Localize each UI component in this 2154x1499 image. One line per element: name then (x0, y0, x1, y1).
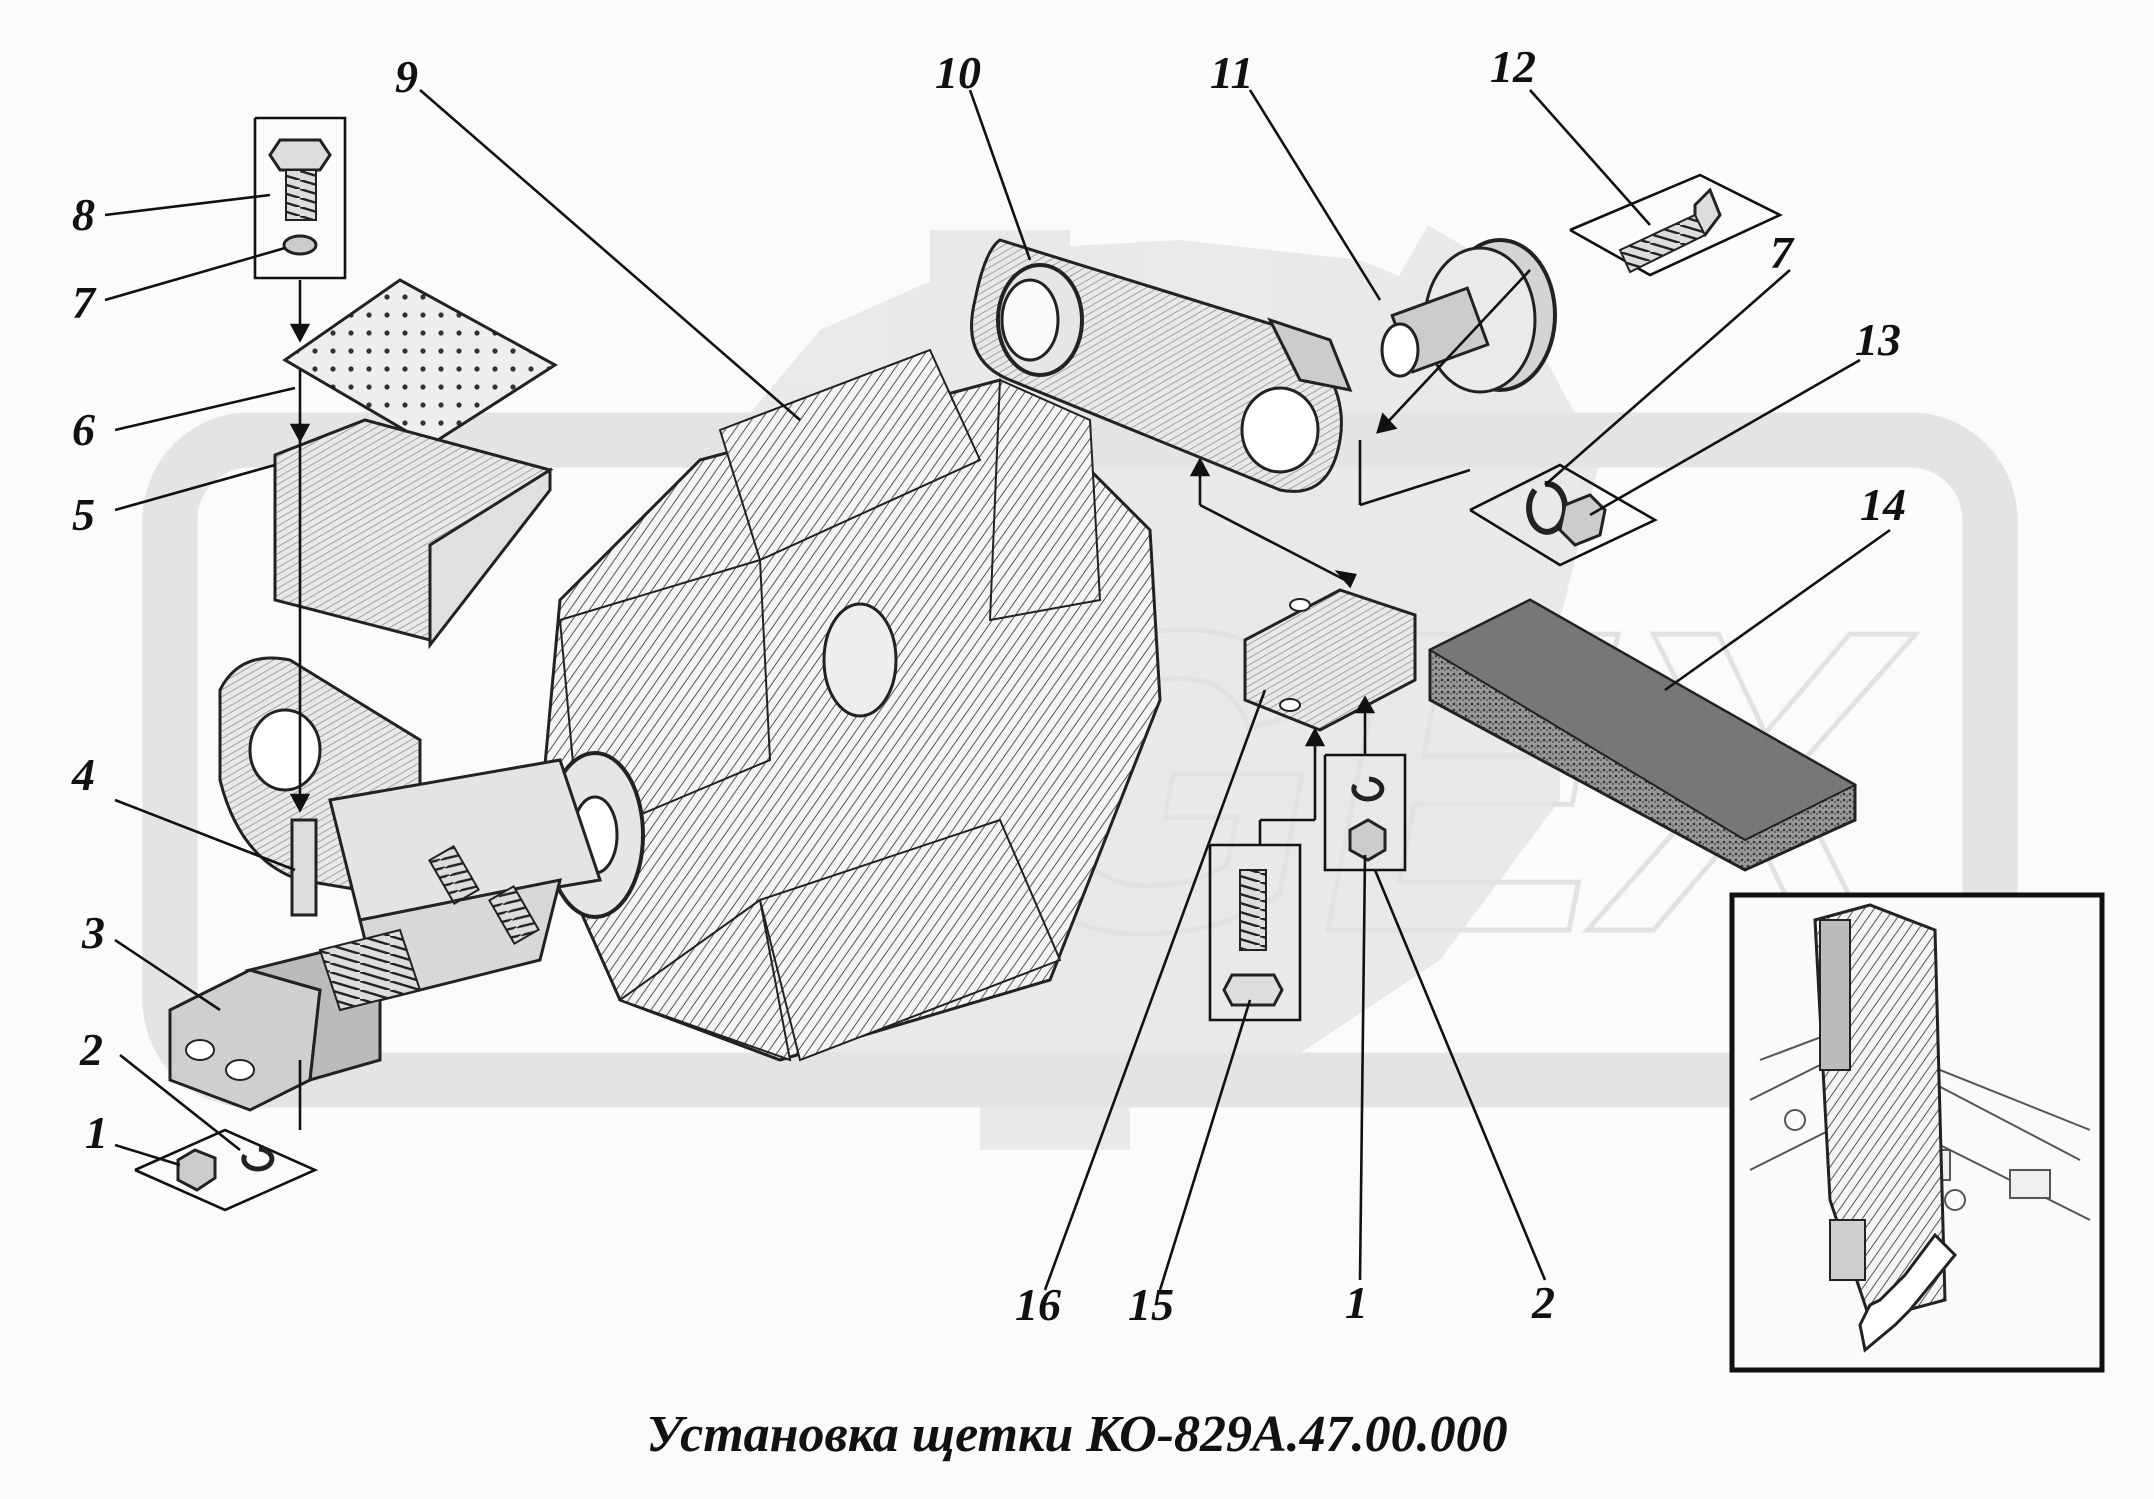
brush-roller (538, 348, 1162, 1062)
callout-13: 13 (1855, 314, 1901, 365)
inset-brush (1813, 903, 1947, 1322)
callout-12: 12 (1490, 41, 1536, 92)
callout-2-bottom: 2 (1531, 1277, 1555, 1328)
hydraulic-motor (168, 928, 422, 1112)
hub-flange-11 (1380, 238, 1557, 394)
callout-10: 10 (935, 47, 981, 98)
callout-7-right: 7 (1770, 227, 1795, 278)
callout-7-left: 7 (72, 277, 97, 328)
callout-3: 3 (81, 907, 105, 958)
cover-plate (282, 278, 558, 447)
nut-washer-13-group (1469, 463, 1658, 567)
assembly-arrows (289, 269, 1531, 1130)
figure-caption: Установка щетки КО-829А.47.00.000 (646, 1406, 1508, 1463)
callout-labels: 8 7 6 5 4 3 2 1 9 10 11 12 7 13 14 16 15… (71, 41, 1906, 1330)
drive-shaft (328, 758, 602, 1002)
bolt-15-group (1208, 843, 1302, 1022)
nut-washer-group (1323, 753, 1407, 872)
end-plate-10 (970, 238, 1353, 493)
callout-1-bottom: 1 (1345, 1277, 1368, 1328)
callout-14: 14 (1860, 479, 1906, 530)
callout-5: 5 (72, 489, 95, 540)
callout-8: 8 (72, 189, 95, 240)
callout-6: 6 (72, 404, 95, 455)
spacer-bushing (290, 818, 318, 917)
bristle-bar-14 (1427, 598, 1858, 872)
callout-1-left: 1 (85, 1107, 108, 1158)
angle-bracket (273, 418, 554, 650)
callout-15: 15 (1128, 1279, 1174, 1330)
bolt-12-group (1569, 173, 1784, 277)
inset-detail-view (1729, 892, 2105, 1373)
callout-11: 11 (1210, 47, 1253, 98)
clamp-block-16 (1243, 588, 1417, 732)
inset-arrow (1858, 1232, 1958, 1353)
callout-9: 9 (395, 51, 418, 102)
leader-lines (104, 89, 1891, 1291)
nut-washer-bottom-left (134, 1128, 319, 1212)
bolt-8-group (253, 116, 347, 280)
callout-2-left: 2 (79, 1024, 103, 1075)
callout-16: 16 (1015, 1279, 1061, 1330)
callout-4: 4 (71, 749, 95, 800)
